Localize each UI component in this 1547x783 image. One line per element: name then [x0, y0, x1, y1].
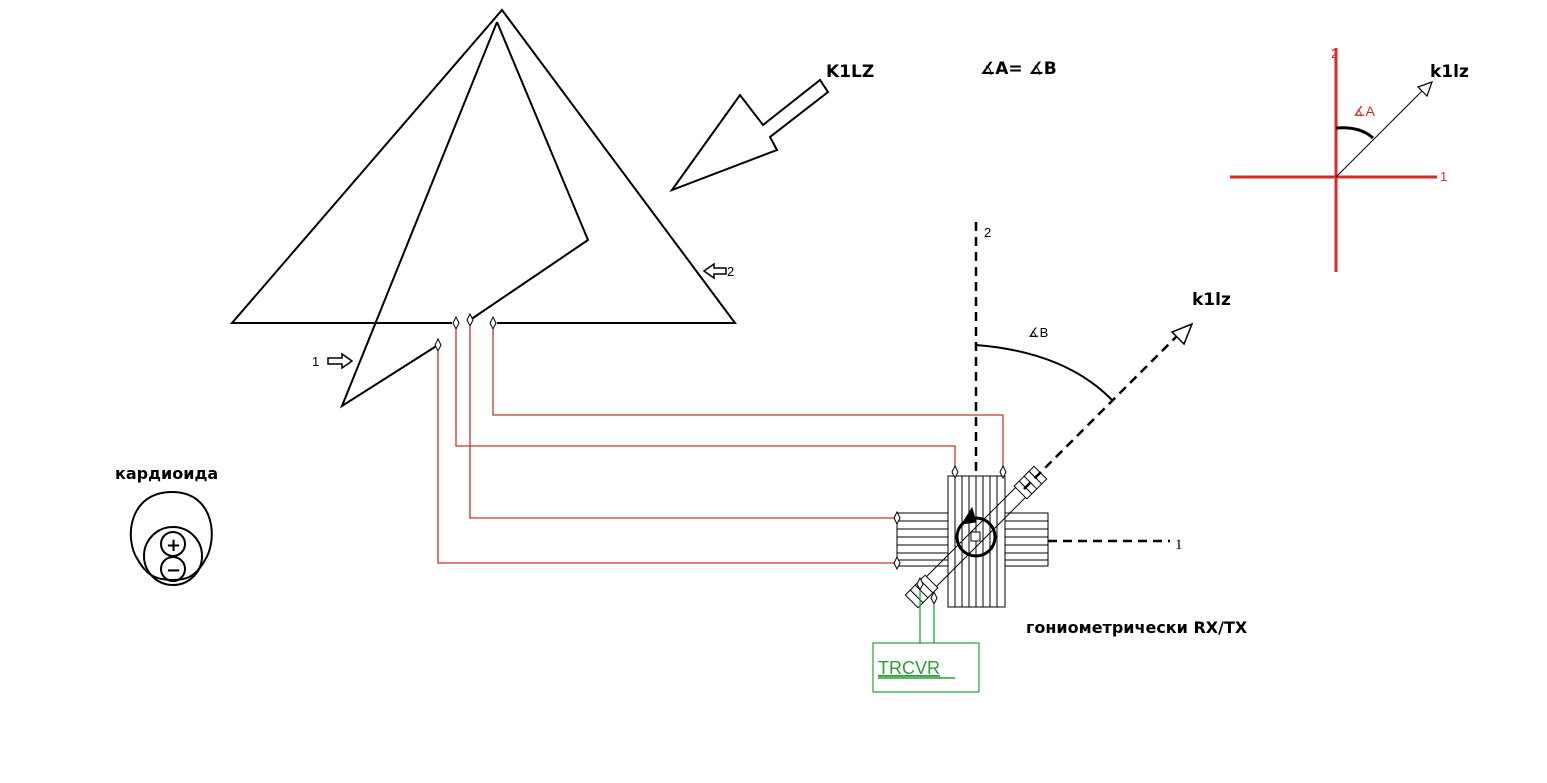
port-2-arrow-icon: [702, 262, 727, 280]
ref-direction-label: k1lz: [1430, 62, 1469, 82]
transceiver-wires: [919, 590, 935, 643]
gonio-axis-1-label: 1: [1175, 537, 1183, 553]
angle-a-label: ∡A: [1353, 103, 1376, 119]
port-1-arrow-icon: [327, 352, 354, 370]
angle-b-label: ∡B: [1028, 325, 1048, 340]
callsign-label: K1LZ: [826, 62, 874, 82]
angle-a-arc: [1335, 126, 1375, 140]
feed-points: [434, 312, 497, 353]
direction-arrow-icon: [1170, 322, 1194, 346]
reference-arrow-icon: [1416, 81, 1433, 98]
minus-sign: −: [166, 560, 181, 581]
port-1-label: 1: [312, 354, 319, 369]
signal-arrow-icon: [669, 78, 830, 193]
goniometer-axes: [974, 222, 1181, 543]
goniometer: [896, 465, 1049, 609]
angle-b-arc: [975, 344, 1113, 401]
gonio-axis-2-label: 2: [984, 225, 991, 240]
transceiver-label: TRCVR: [878, 658, 940, 678]
angle-equation: ∡A= ∡B: [980, 59, 1057, 79]
reference-axes: [1230, 48, 1437, 272]
port-2-label: 2: [727, 264, 734, 279]
transceiver-box: [872, 642, 980, 693]
cardioid-pattern: [129, 490, 213, 586]
reference-direction-line: [1335, 88, 1425, 178]
ref-axis-2-label: 2: [1331, 46, 1338, 61]
plus-sign: +: [166, 535, 181, 556]
goniometer-terminals: [893, 464, 1007, 606]
ref-axis-1-label: 1: [1440, 169, 1447, 184]
feed-wires: [437, 326, 1004, 564]
delta-loop-antenna: [229, 8, 737, 409]
cardioid-label: кардиоида: [115, 464, 218, 483]
gonio-direction-label: k1lz: [1192, 290, 1231, 310]
goniometer-label: гониометрически RX/TX: [1026, 618, 1248, 637]
